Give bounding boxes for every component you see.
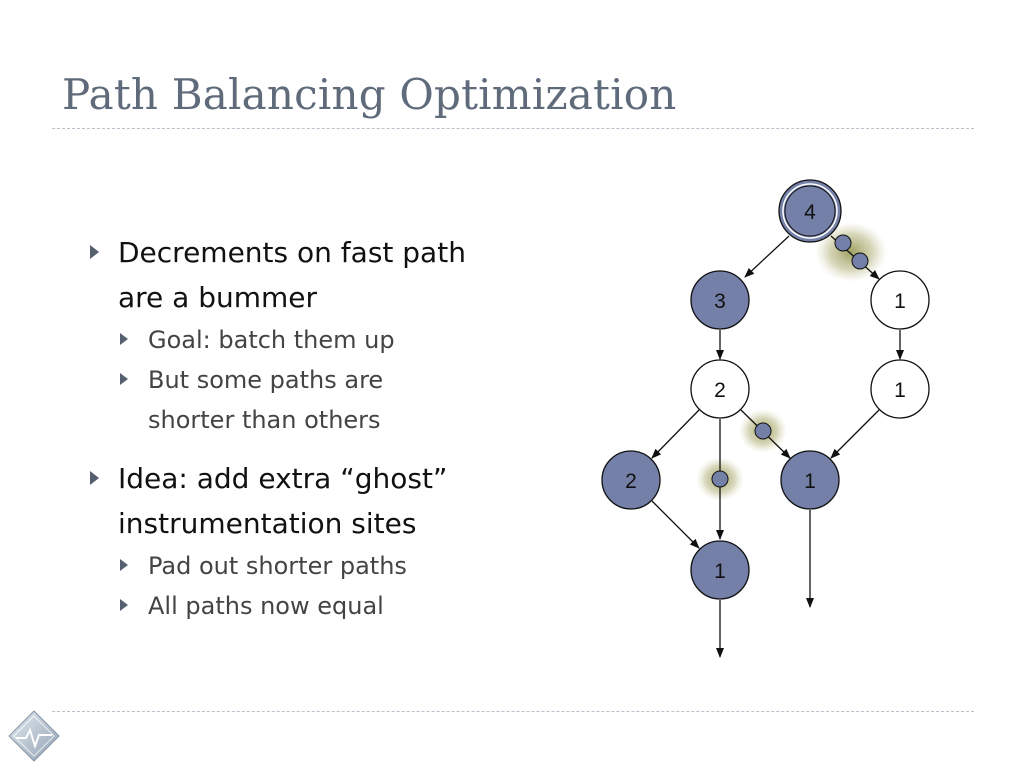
ghost-site-dot	[711, 470, 729, 488]
edge-2-to-2	[651, 409, 700, 459]
edge-1-to-1-right	[830, 409, 880, 459]
sub-bullet-goal: Goal: batch them up	[88, 320, 518, 360]
bullet-idea: Idea: add extra “ghost” instrumentation …	[88, 456, 518, 546]
edge-2-to-1-bottom	[651, 500, 700, 549]
sub-bullet-pad: Pad out shorter paths	[88, 546, 518, 586]
node-1-upper-right: 1	[870, 270, 930, 330]
sub-bullet-line: Goal: batch them up	[148, 326, 395, 354]
bullet-triangle-icon	[90, 471, 99, 485]
sub-bullet-equal: All paths now equal	[88, 586, 518, 626]
heartbeat-diamond-logo-icon	[8, 710, 60, 762]
ghost-site-dot	[851, 252, 869, 270]
node-label: 4	[804, 201, 816, 224]
bullet-line: Idea: add extra “ghost”	[118, 462, 448, 495]
sub-bullet-triangle-icon	[120, 559, 128, 571]
node-label: 2	[714, 379, 726, 402]
node-label: 1	[894, 290, 906, 313]
bullet-decrements: Decrements on fast path are a bummer	[88, 230, 518, 320]
node-label: 1	[894, 379, 906, 402]
sub-bullet-line: Pad out shorter paths	[148, 552, 407, 580]
title-divider	[52, 128, 974, 129]
sub-bullet-triangle-icon	[120, 599, 128, 611]
node-label: 2	[625, 470, 637, 493]
node-label: 3	[714, 290, 726, 313]
sub-bullet-line: But some paths are	[148, 366, 384, 394]
footer-divider	[52, 711, 974, 712]
sub-bullet-line: All paths now equal	[148, 592, 384, 620]
node-3: 3	[690, 270, 750, 330]
ghost-site-dot	[754, 422, 772, 440]
bullet-triangle-icon	[90, 245, 99, 259]
node-1-mid-right: 1	[870, 359, 930, 419]
sub-bullet-line: shorter than others	[148, 406, 381, 434]
edge-4-to-3	[744, 235, 790, 278]
node-2-filled: 2	[601, 450, 661, 510]
sub-bullet-triangle-icon	[120, 373, 128, 385]
sub-bullet-triangle-icon	[120, 333, 128, 345]
node-label: 1	[714, 560, 726, 583]
slide-title: Path Balancing Optimization	[62, 70, 677, 119]
node-2-white: 2	[690, 359, 750, 419]
node-4: 4	[778, 179, 842, 243]
node-1-bottom-filled: 1	[690, 540, 750, 600]
sub-bullet-shorter: But some paths are shorter than others	[88, 360, 518, 440]
node-label: 1	[804, 470, 816, 493]
bullet-list: Decrements on fast path are a bummer Goa…	[88, 230, 518, 626]
ghost-site-dot	[834, 234, 852, 252]
bullet-line: Decrements on fast path	[118, 236, 466, 269]
node-1-right-filled: 1	[780, 450, 840, 510]
bullet-line: instrumentation sites	[118, 507, 417, 540]
bullet-line: are a bummer	[118, 281, 318, 314]
